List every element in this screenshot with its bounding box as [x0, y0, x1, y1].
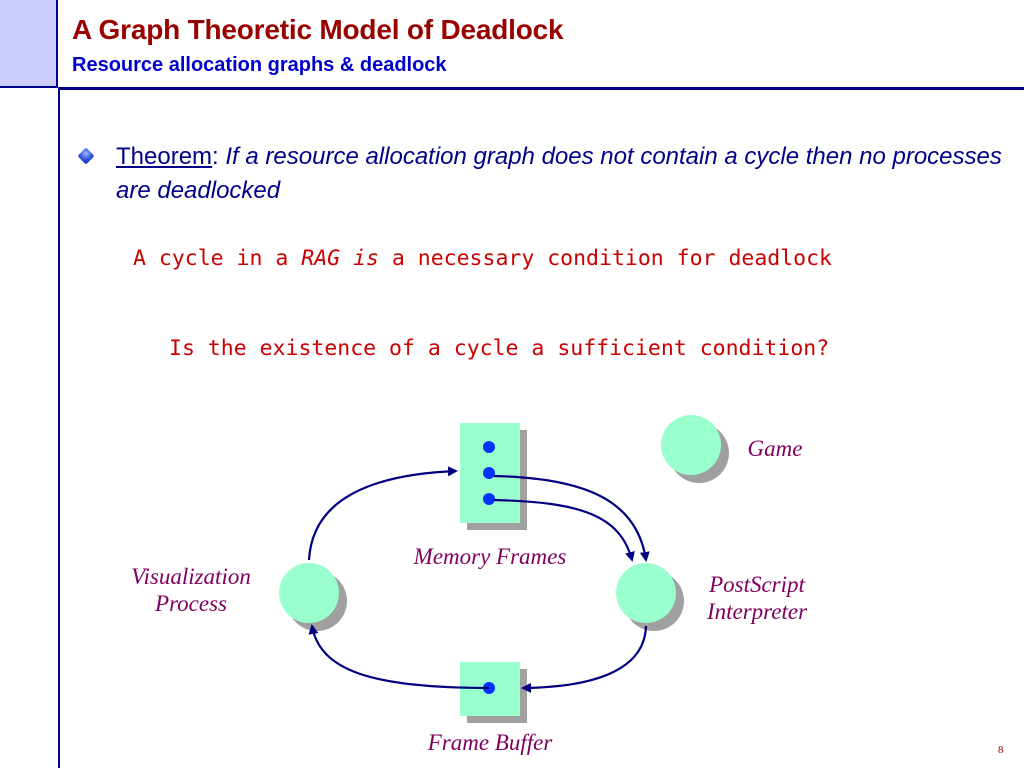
process-game: [661, 415, 729, 483]
memory-frames-label: Memory Frames: [413, 544, 567, 569]
slide-title: A Graph Theoretic Model of Deadlock: [72, 14, 564, 45]
visualization-node: [279, 563, 339, 623]
frame-buffer-label: Frame Buffer: [427, 730, 554, 755]
necessary-prefix: A cycle in a: [133, 246, 302, 271]
page-number: 8: [998, 744, 1004, 756]
visualization-label-line1: Visualization: [131, 564, 251, 589]
edge-postscript-requests-framebuffer: [521, 625, 648, 693]
memory-frame-unit: [483, 441, 495, 453]
necessary-condition-line: A cycle in a RAG is a necessary conditio…: [133, 246, 832, 271]
postscript-label-line2: Interpreter: [706, 599, 808, 624]
visualization-label-line2: Process: [154, 591, 227, 616]
postscript-label-line1: PostScript: [708, 572, 805, 597]
process-visualization: [279, 563, 347, 631]
resource-frame-buffer: [460, 662, 527, 723]
resource-memory-frames: [460, 423, 527, 530]
game-label: Game: [748, 436, 803, 461]
edge-framebuffer-assigned-visualization: [308, 624, 490, 690]
edge-visualization-requests-memory: [307, 466, 458, 561]
slide-subtitle: Resource allocation graphs & deadlock: [72, 54, 447, 76]
postscript-node: [616, 563, 676, 623]
necessary-italic: RAG is: [301, 246, 379, 271]
edge-memory-assigned-postscript: [493, 474, 650, 562]
memory-frame-unit: [483, 467, 495, 479]
corner-accent-box: [0, 0, 58, 88]
left-margin-rule: [58, 88, 60, 768]
theorem-statement: If a resource allocation graph does not …: [116, 143, 1002, 204]
process-postscript: [616, 563, 684, 631]
game-node: [661, 415, 721, 475]
memory-frame-unit: [483, 493, 495, 505]
necessary-suffix: a necessary condition for deadlock: [378, 246, 832, 271]
edge-memory-assigned-postscript: [493, 498, 635, 562]
sufficient-condition-question: Is the existence of a cycle a sufficient…: [169, 336, 830, 361]
theorem-label: Theorem: [116, 143, 213, 170]
header-divider: [58, 87, 1024, 90]
theorem-separator: :: [212, 143, 226, 170]
theorem-paragraph: Theorem: If a resource allocation graph …: [116, 140, 1006, 208]
